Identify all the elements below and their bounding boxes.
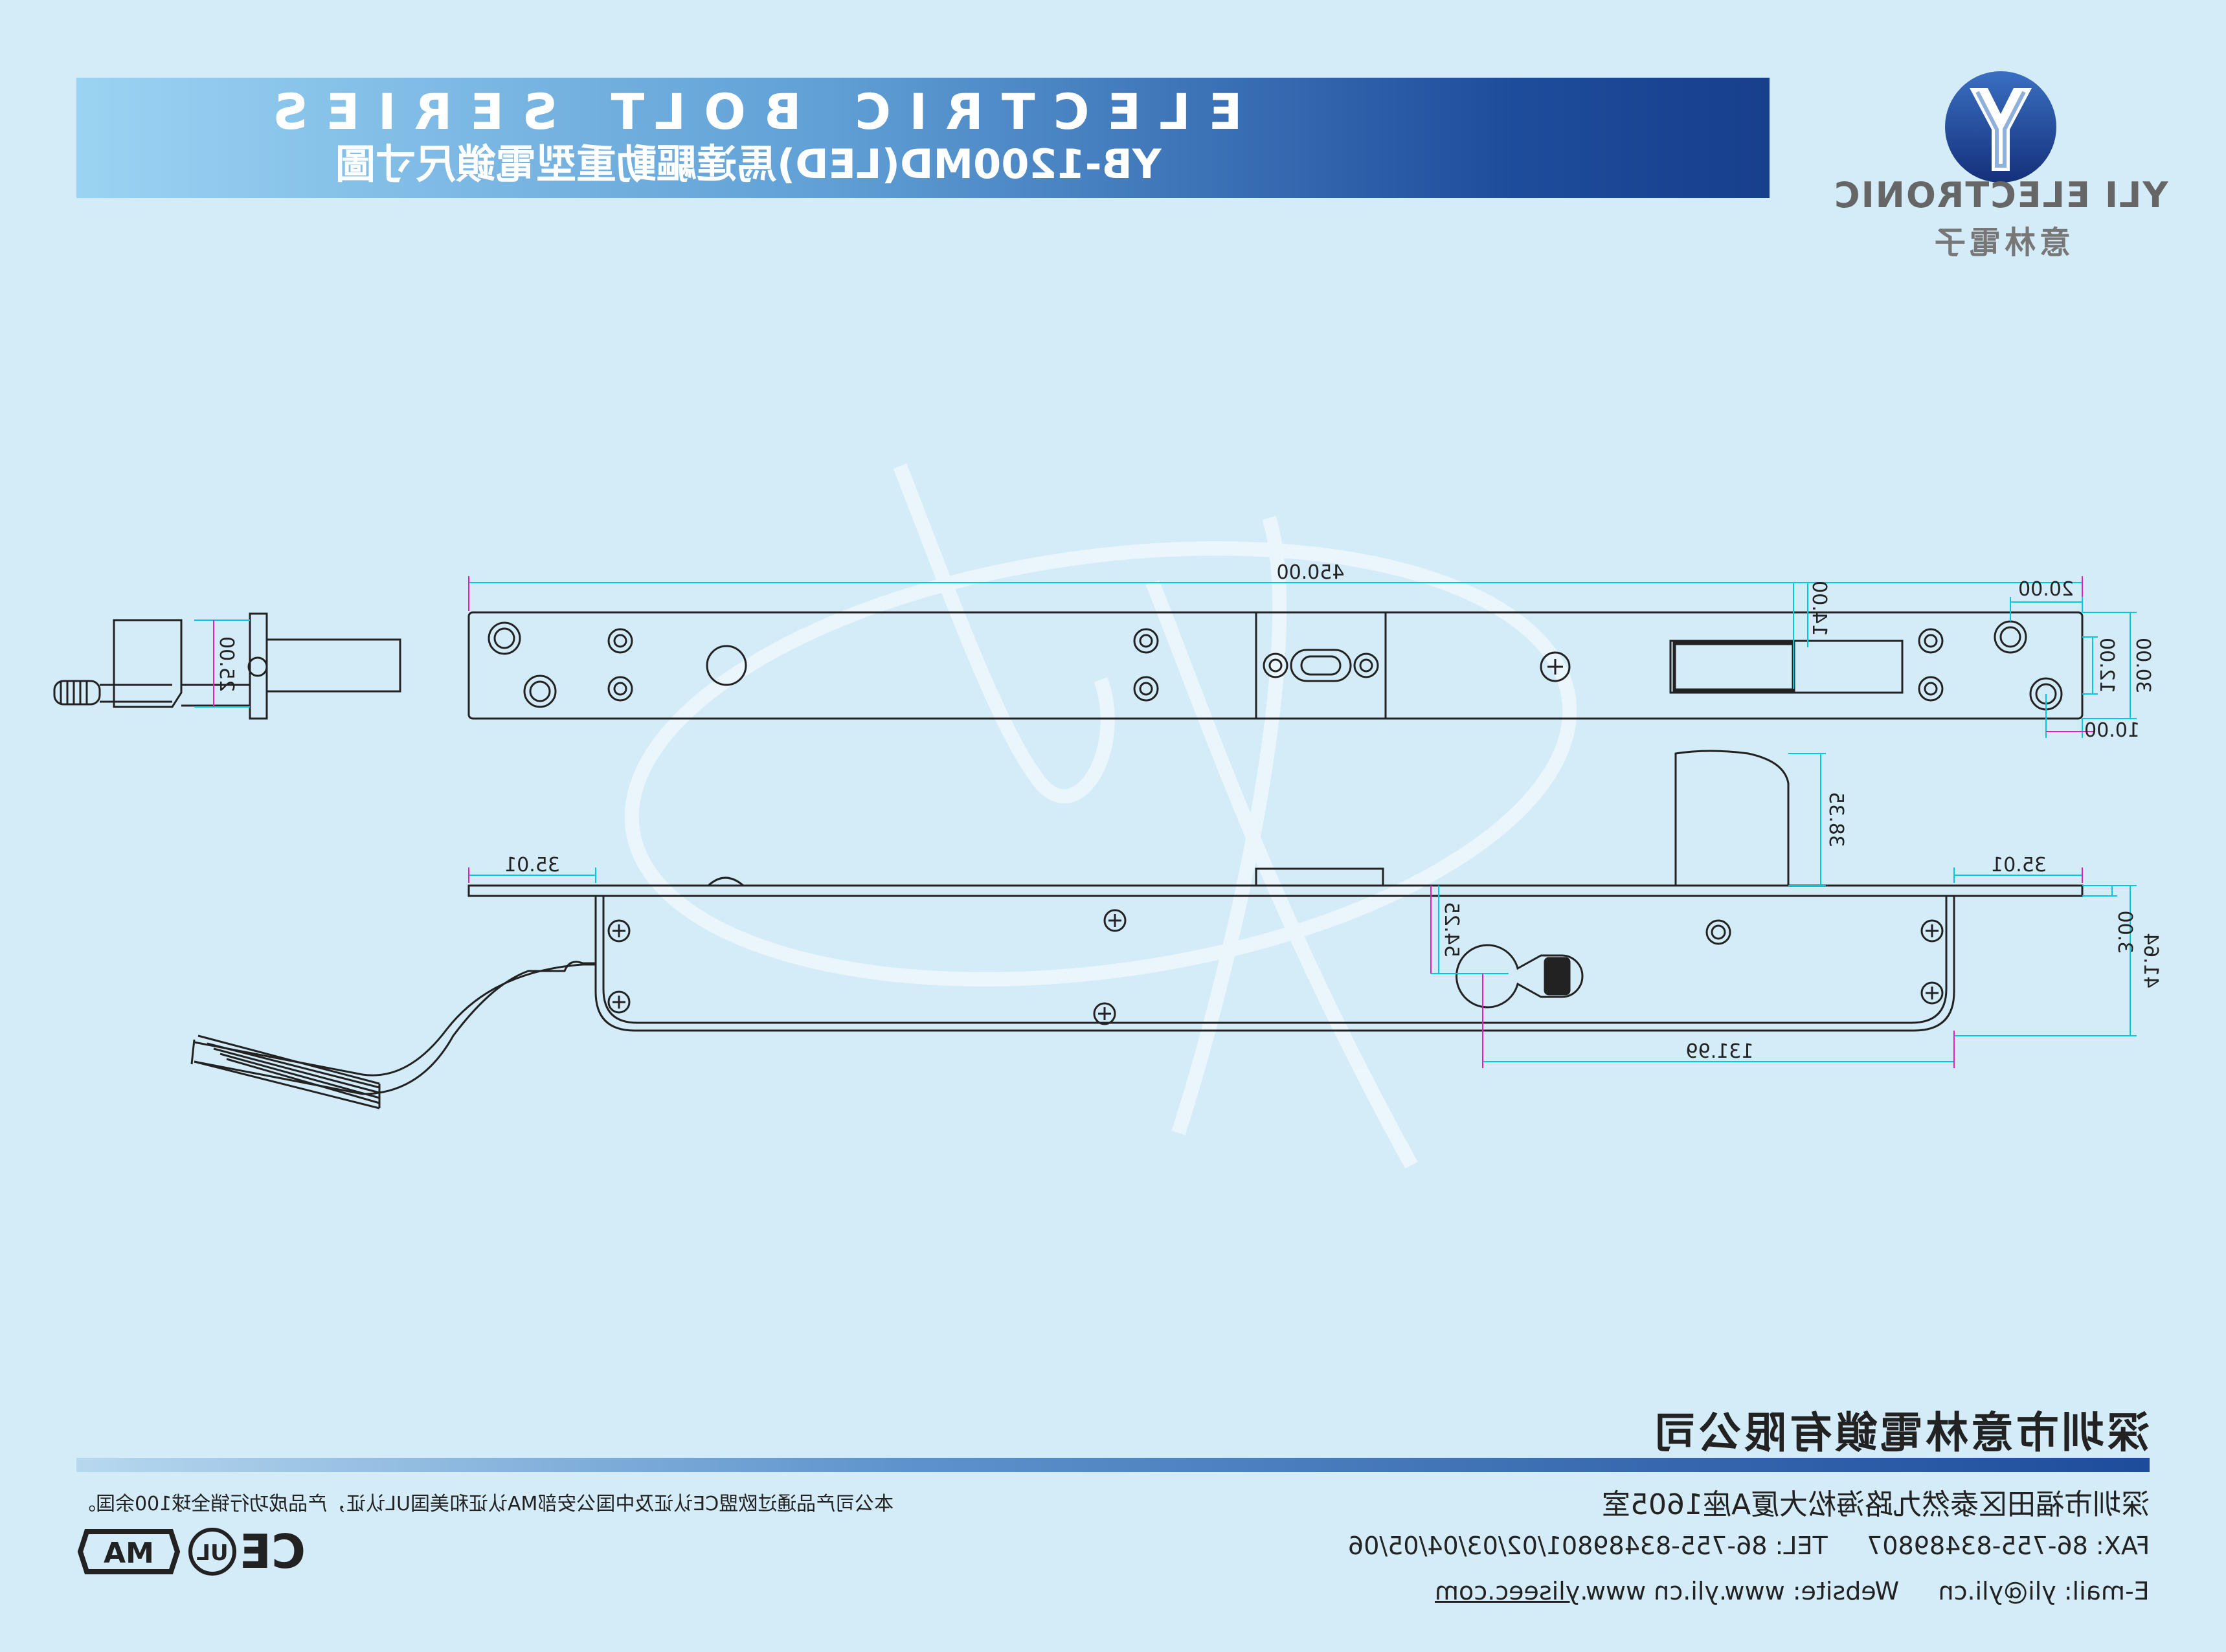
dim-body-top: 3.00 <box>2113 911 2136 954</box>
footer-divider <box>76 1458 2150 1472</box>
certification-logos: CE UL MA <box>77 1524 306 1579</box>
screw-icon <box>607 909 1944 1025</box>
fax-number: FAX: 86-755-83489807 <box>1867 1532 2150 1560</box>
mount-hole <box>1994 620 2027 654</box>
dim-total-length: 450.00 <box>1277 561 1345 584</box>
company-name: 深圳市意林電鎖有限公司 <box>1489 1398 2150 1460</box>
dimension-lines <box>194 576 2137 1068</box>
contact-row-text: FAX: 86-755-83489807 TEL: 86-755-8348980… <box>1348 1532 2150 1560</box>
website-label: Website: www.yli.cn www. <box>1580 1577 1900 1605</box>
web-row: E-mail: yli@yli.cn Website: www.yli.cn w… <box>1165 1577 2150 1605</box>
svg-text:MA: MA <box>104 1537 154 1570</box>
top-view <box>467 611 2084 720</box>
watermark-logo <box>624 463 1577 1169</box>
header-band <box>76 78 1770 198</box>
side-view <box>190 750 2084 1110</box>
company-address-text: 深圳市福田区泰然九路海松大厦A座1605室 <box>1601 1488 2150 1521</box>
dim-bolt-projection: 38.35 <box>1825 792 1847 847</box>
dim-keyhole-to-end: 131.99 <box>1686 1040 1754 1063</box>
round-hole <box>706 645 747 686</box>
svg-text:CE: CE <box>240 1524 306 1579</box>
email-link[interactable]: E-mail: yli@yli.cn <box>1938 1577 2150 1605</box>
dim-end-offset: 20.00 <box>2018 578 2074 601</box>
strike-window <box>1669 640 1904 694</box>
keyhole <box>1456 944 1584 1009</box>
tel-number: TEL: 86-755-83489801/02/03/04/05/06 <box>1347 1532 1828 1560</box>
ce-mark-icon: CE <box>240 1524 306 1579</box>
dim-wire-side-height: 25.00 <box>215 636 238 692</box>
ma-mark-icon: MA <box>77 1529 181 1574</box>
wire-end-view <box>53 612 401 720</box>
company-name-text: 深圳市意林電鎖有限公司 <box>1651 1408 2150 1458</box>
mount-hole <box>488 621 521 655</box>
contact-row: FAX: 86-755-83489807 TEL: 86-755-8348980… <box>1165 1532 2150 1560</box>
yli-y-logo-icon <box>1945 71 2056 183</box>
dim-bolt-slot: 14.00 <box>1808 581 1830 636</box>
certification-note: 本公司产品通过欧盟CE认证及中国公安部MA认证和美国UL认证，产品成功行销全球1… <box>76 1488 983 1516</box>
dim-plate-height: 30.00 <box>2131 638 2154 693</box>
center-block <box>1255 611 1387 720</box>
dim-hole-spacing: 12.00 <box>2095 638 2118 693</box>
dimension-labels: 450.00 20.00 14.00 12.00 30.00 10.00 25.… <box>215 561 2162 1063</box>
dim-right-flange: 35.01 <box>1991 854 2047 876</box>
ul-mark-icon: UL <box>188 1528 236 1576</box>
dim-hole-edge: 10.00 <box>2084 719 2140 742</box>
company-address: 深圳市福田区泰然九路海松大厦A座1605室 <box>1489 1481 2150 1523</box>
certification-note-text: 本公司产品通过欧盟CE认证及中国公安部MA认证和美国UL认证，产品成功行销全球1… <box>76 1493 894 1515</box>
bolt-slot <box>1290 649 1352 682</box>
website-link[interactable]: yliseec.com <box>1435 1577 1580 1605</box>
cross-screw-icon <box>1540 651 1571 682</box>
pin-hole <box>1705 919 1731 945</box>
top-tab <box>1255 867 1384 887</box>
svg-text:UL: UL <box>196 1540 228 1566</box>
bolt-projection <box>1674 750 1790 886</box>
mount-hole <box>523 675 557 708</box>
dim-keyhole-offset: 54.25 <box>1440 902 1463 957</box>
web-row-text: E-mail: yli@yli.cn Website: www.yli.cn w… <box>1435 1577 2150 1605</box>
dim-left-flange: 35.01 <box>504 854 560 876</box>
lock-body <box>594 896 1955 1032</box>
screw-icon <box>607 628 1944 702</box>
dim-body-depth: 41.64 <box>2139 933 2162 988</box>
